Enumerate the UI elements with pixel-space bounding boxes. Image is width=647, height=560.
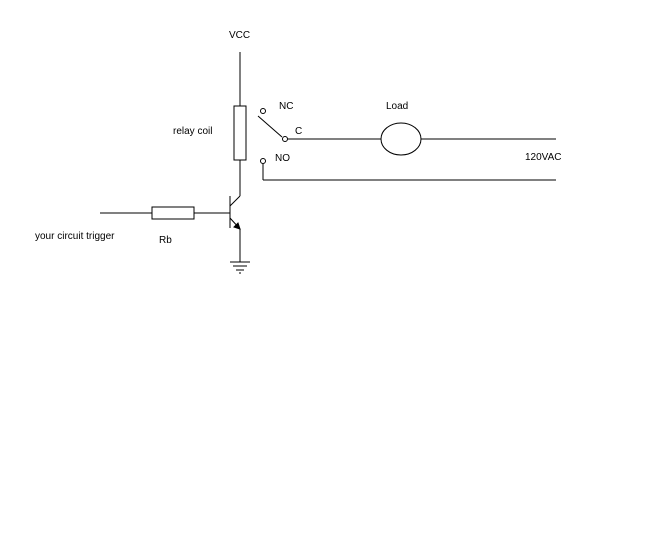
vcc-label: VCC (229, 30, 251, 41)
relay-coil (233, 105, 247, 161)
no-label: NO (275, 153, 290, 164)
emitter-arrow (233, 222, 241, 230)
nc-label: NC (279, 101, 294, 112)
relay-coil-label: relay coil (173, 126, 213, 137)
c-label: C (295, 126, 303, 137)
rb-label: Rb (159, 235, 172, 246)
c-contact (282, 136, 288, 142)
base-resistor-rb (151, 206, 195, 220)
supply-label: 120VAC (525, 152, 562, 163)
load-label: Load (386, 101, 409, 112)
trigger-label: your circuit trigger (35, 231, 115, 242)
switch-arm (257, 115, 283, 138)
load-lamp (380, 122, 422, 156)
no-contact (260, 158, 266, 164)
transistor-collector (229, 195, 241, 207)
nc-contact (260, 108, 266, 114)
